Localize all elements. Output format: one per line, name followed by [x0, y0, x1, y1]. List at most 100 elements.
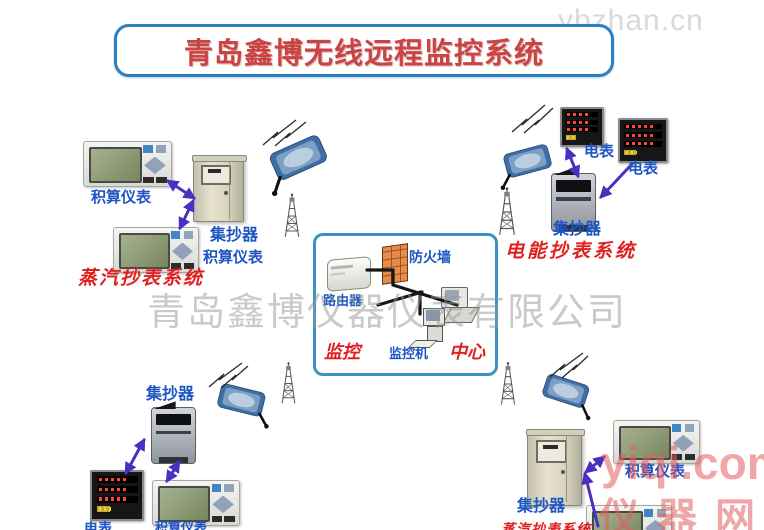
meter-display: [556, 180, 591, 192]
electric-system-label: 电能抄表系统: [505, 241, 638, 262]
button: [171, 231, 181, 240]
button: [224, 484, 234, 493]
meter-wedge: [153, 401, 176, 410]
button: [156, 176, 167, 184]
button: [684, 454, 695, 461]
meter-digits: [624, 149, 662, 156]
cabinet-slot: [542, 444, 558, 449]
bottom-left-integrator-image: [152, 480, 240, 526]
meter-digits: [96, 486, 138, 493]
button: [183, 231, 193, 240]
meter-detail: [556, 197, 591, 202]
meter-digits: [624, 123, 662, 130]
router-detail: [331, 271, 345, 276]
antenna-tower-icon: [281, 362, 296, 404]
bottom-left-meter-image: [90, 470, 144, 521]
button: [211, 515, 222, 523]
bottom-right-integrator2-image: [586, 505, 672, 530]
meter-wedge: [553, 167, 576, 176]
router-label: 路由器: [323, 293, 363, 308]
button: [156, 145, 166, 154]
wireless-dtu-icon: [490, 137, 559, 193]
firewall-icon: [382, 243, 408, 285]
button: [171, 262, 182, 270]
steam-integrator2-label: 积算仪表: [203, 249, 264, 266]
electric-collector-label: 集抄器: [553, 221, 602, 238]
steam-system-label: 蒸汽抄表系统: [78, 268, 205, 289]
button: [211, 484, 221, 493]
router-detail: [331, 264, 354, 270]
button: [224, 515, 235, 523]
lcd-screen: [592, 511, 644, 530]
meter-digits: [565, 127, 599, 133]
electric-meter2-image: [618, 118, 668, 163]
meter-digits: [624, 132, 662, 139]
lcd-screen: [158, 486, 211, 522]
wireless-dtu-icon: [269, 135, 327, 197]
wireless-dtu-icon: [542, 374, 591, 421]
steam-integrator1-label: 积算仪表: [91, 189, 152, 206]
wireless-dtu-icon: [211, 377, 279, 430]
electric-meter1-label: 电表: [584, 143, 615, 160]
monitor-label: 监控: [324, 342, 360, 362]
bottom-left-integrator-label: 积算仪表: [155, 520, 208, 530]
monitor-screen: [426, 310, 441, 321]
button: [671, 454, 682, 461]
monitor-machine-label: 监控机: [389, 346, 429, 361]
wireless-dtu-icon: [536, 368, 603, 422]
button: [183, 262, 194, 270]
meter-detail: [156, 430, 191, 435]
button: [671, 423, 682, 432]
bottom-left-meter-label: 电表: [84, 520, 112, 530]
dpad-button: [171, 242, 193, 261]
meter-digits: [565, 119, 599, 125]
meter-digits: [565, 134, 599, 140]
bottom-right-integrator1-image: [613, 420, 700, 464]
meter-digits: [565, 112, 599, 118]
cabinet-slot: [207, 168, 222, 173]
antenna-tower-icon: [282, 192, 302, 240]
computer-icon: [408, 308, 450, 348]
cabinet-knob: [224, 191, 229, 196]
dpad-button: [212, 495, 234, 514]
router-icon: [327, 256, 371, 292]
bottom-left-collector-image: [151, 401, 196, 464]
firewall-label: 防火墙: [409, 249, 451, 265]
cabinet-lid: [525, 429, 586, 436]
antenna-tower-icon: [284, 193, 300, 237]
button: [644, 508, 654, 517]
meter-digits: [96, 476, 138, 483]
bottom-right-integrator-label: 积算仪表: [625, 463, 686, 480]
monitor-screen: [444, 290, 459, 301]
meter-digits: [96, 495, 138, 503]
electric-meter1-image: [560, 107, 604, 147]
bottom-right-collector-label: 集抄器: [517, 498, 566, 515]
meter-digits: [96, 505, 138, 513]
meter-base: [158, 456, 189, 463]
page-title: 青岛鑫博无线远程监控系统: [183, 37, 544, 70]
antenna-tower-icon: [496, 184, 518, 240]
title-banner: 青岛鑫博无线远程监控系统: [114, 24, 614, 77]
electric-meter2-label: 电表: [628, 160, 659, 177]
button: [143, 176, 154, 184]
steam-integrator2-image: [113, 227, 199, 273]
dpad-button: [672, 434, 694, 452]
cabinet-seam: [566, 435, 568, 503]
wireless-dtu-icon: [500, 144, 552, 190]
lcd-screen: [89, 147, 142, 183]
wireless-dtu-icon: [217, 383, 269, 429]
antenna-tower-icon: [500, 362, 516, 405]
steam-collector-label: 集抄器: [210, 227, 259, 244]
steam-collector-cabinet-image: [192, 155, 247, 222]
bottom-right-collector-cabinet-image: [525, 429, 586, 506]
bottom-left-collector-label: 集抄器: [146, 386, 195, 403]
lcd-screen: [119, 233, 171, 269]
dpad-button: [644, 519, 666, 530]
meter-digits: [624, 140, 662, 147]
cabinet-lid: [192, 155, 247, 162]
meter-display: [156, 414, 191, 426]
wireless-dtu-icon: [250, 126, 340, 200]
button: [656, 508, 666, 517]
button: [143, 145, 153, 154]
